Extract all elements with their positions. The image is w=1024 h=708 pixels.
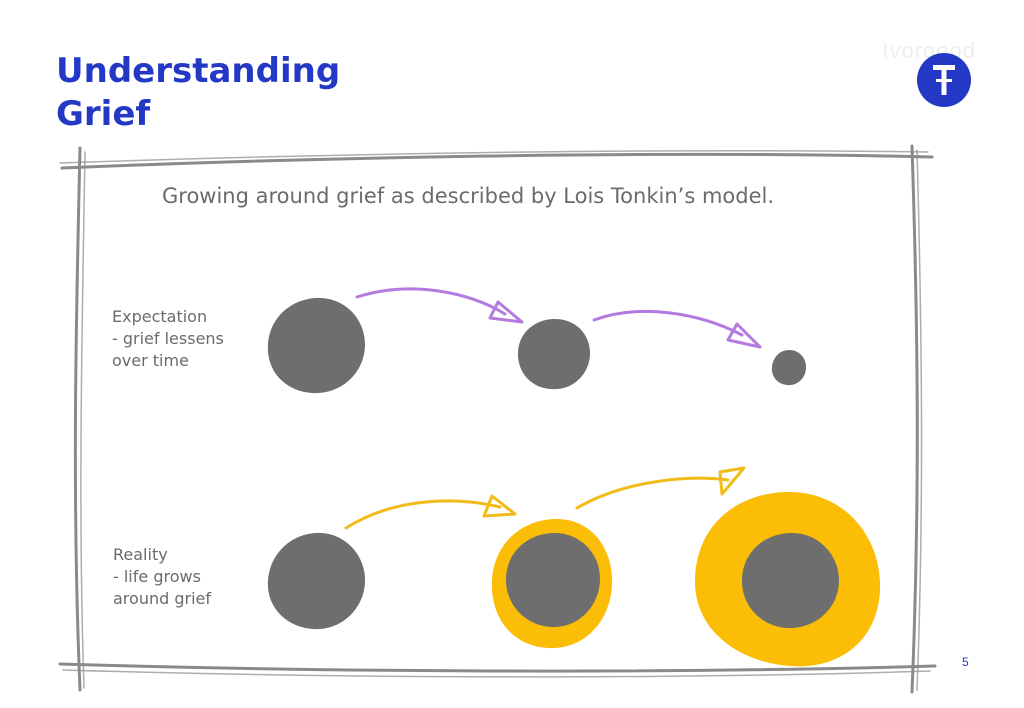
expectation-label: Expectation - grief lessens over time [112,307,224,370]
expectation-line-3: over time [112,351,189,370]
reality-line-2: - life grows [113,567,201,586]
reality-line-1: Reality [113,545,168,564]
sketch-frame [58,144,937,694]
reality-grief-1 [267,532,366,630]
expectation-line-2: - grief lessens [112,329,224,348]
expectation-arrow-2 [592,310,762,349]
expectation-arrow-1 [355,287,524,324]
reality-grief-3 [741,532,840,629]
expectation-line-1: Expectation [112,307,207,326]
expectation-grief-small [771,350,807,386]
reality-grief-2 [505,532,601,628]
expectation-grief-medium [517,318,591,390]
reality-arrow-1 [344,494,517,530]
title-line-2: Grief [56,94,151,134]
brand-t-logo-icon [917,53,971,107]
expectation-grief-large [267,297,366,394]
title-line-1: Understanding [56,51,341,91]
diagram-heading: Growing around grief as described by Loi… [162,184,774,208]
reality-arrow-2 [575,466,746,510]
slide-title: Understanding Grief [56,50,416,136]
reality-label: Reality - life grows around grief [113,545,211,608]
reality-line-3: around grief [113,589,211,608]
page-number: 5 [962,655,969,669]
